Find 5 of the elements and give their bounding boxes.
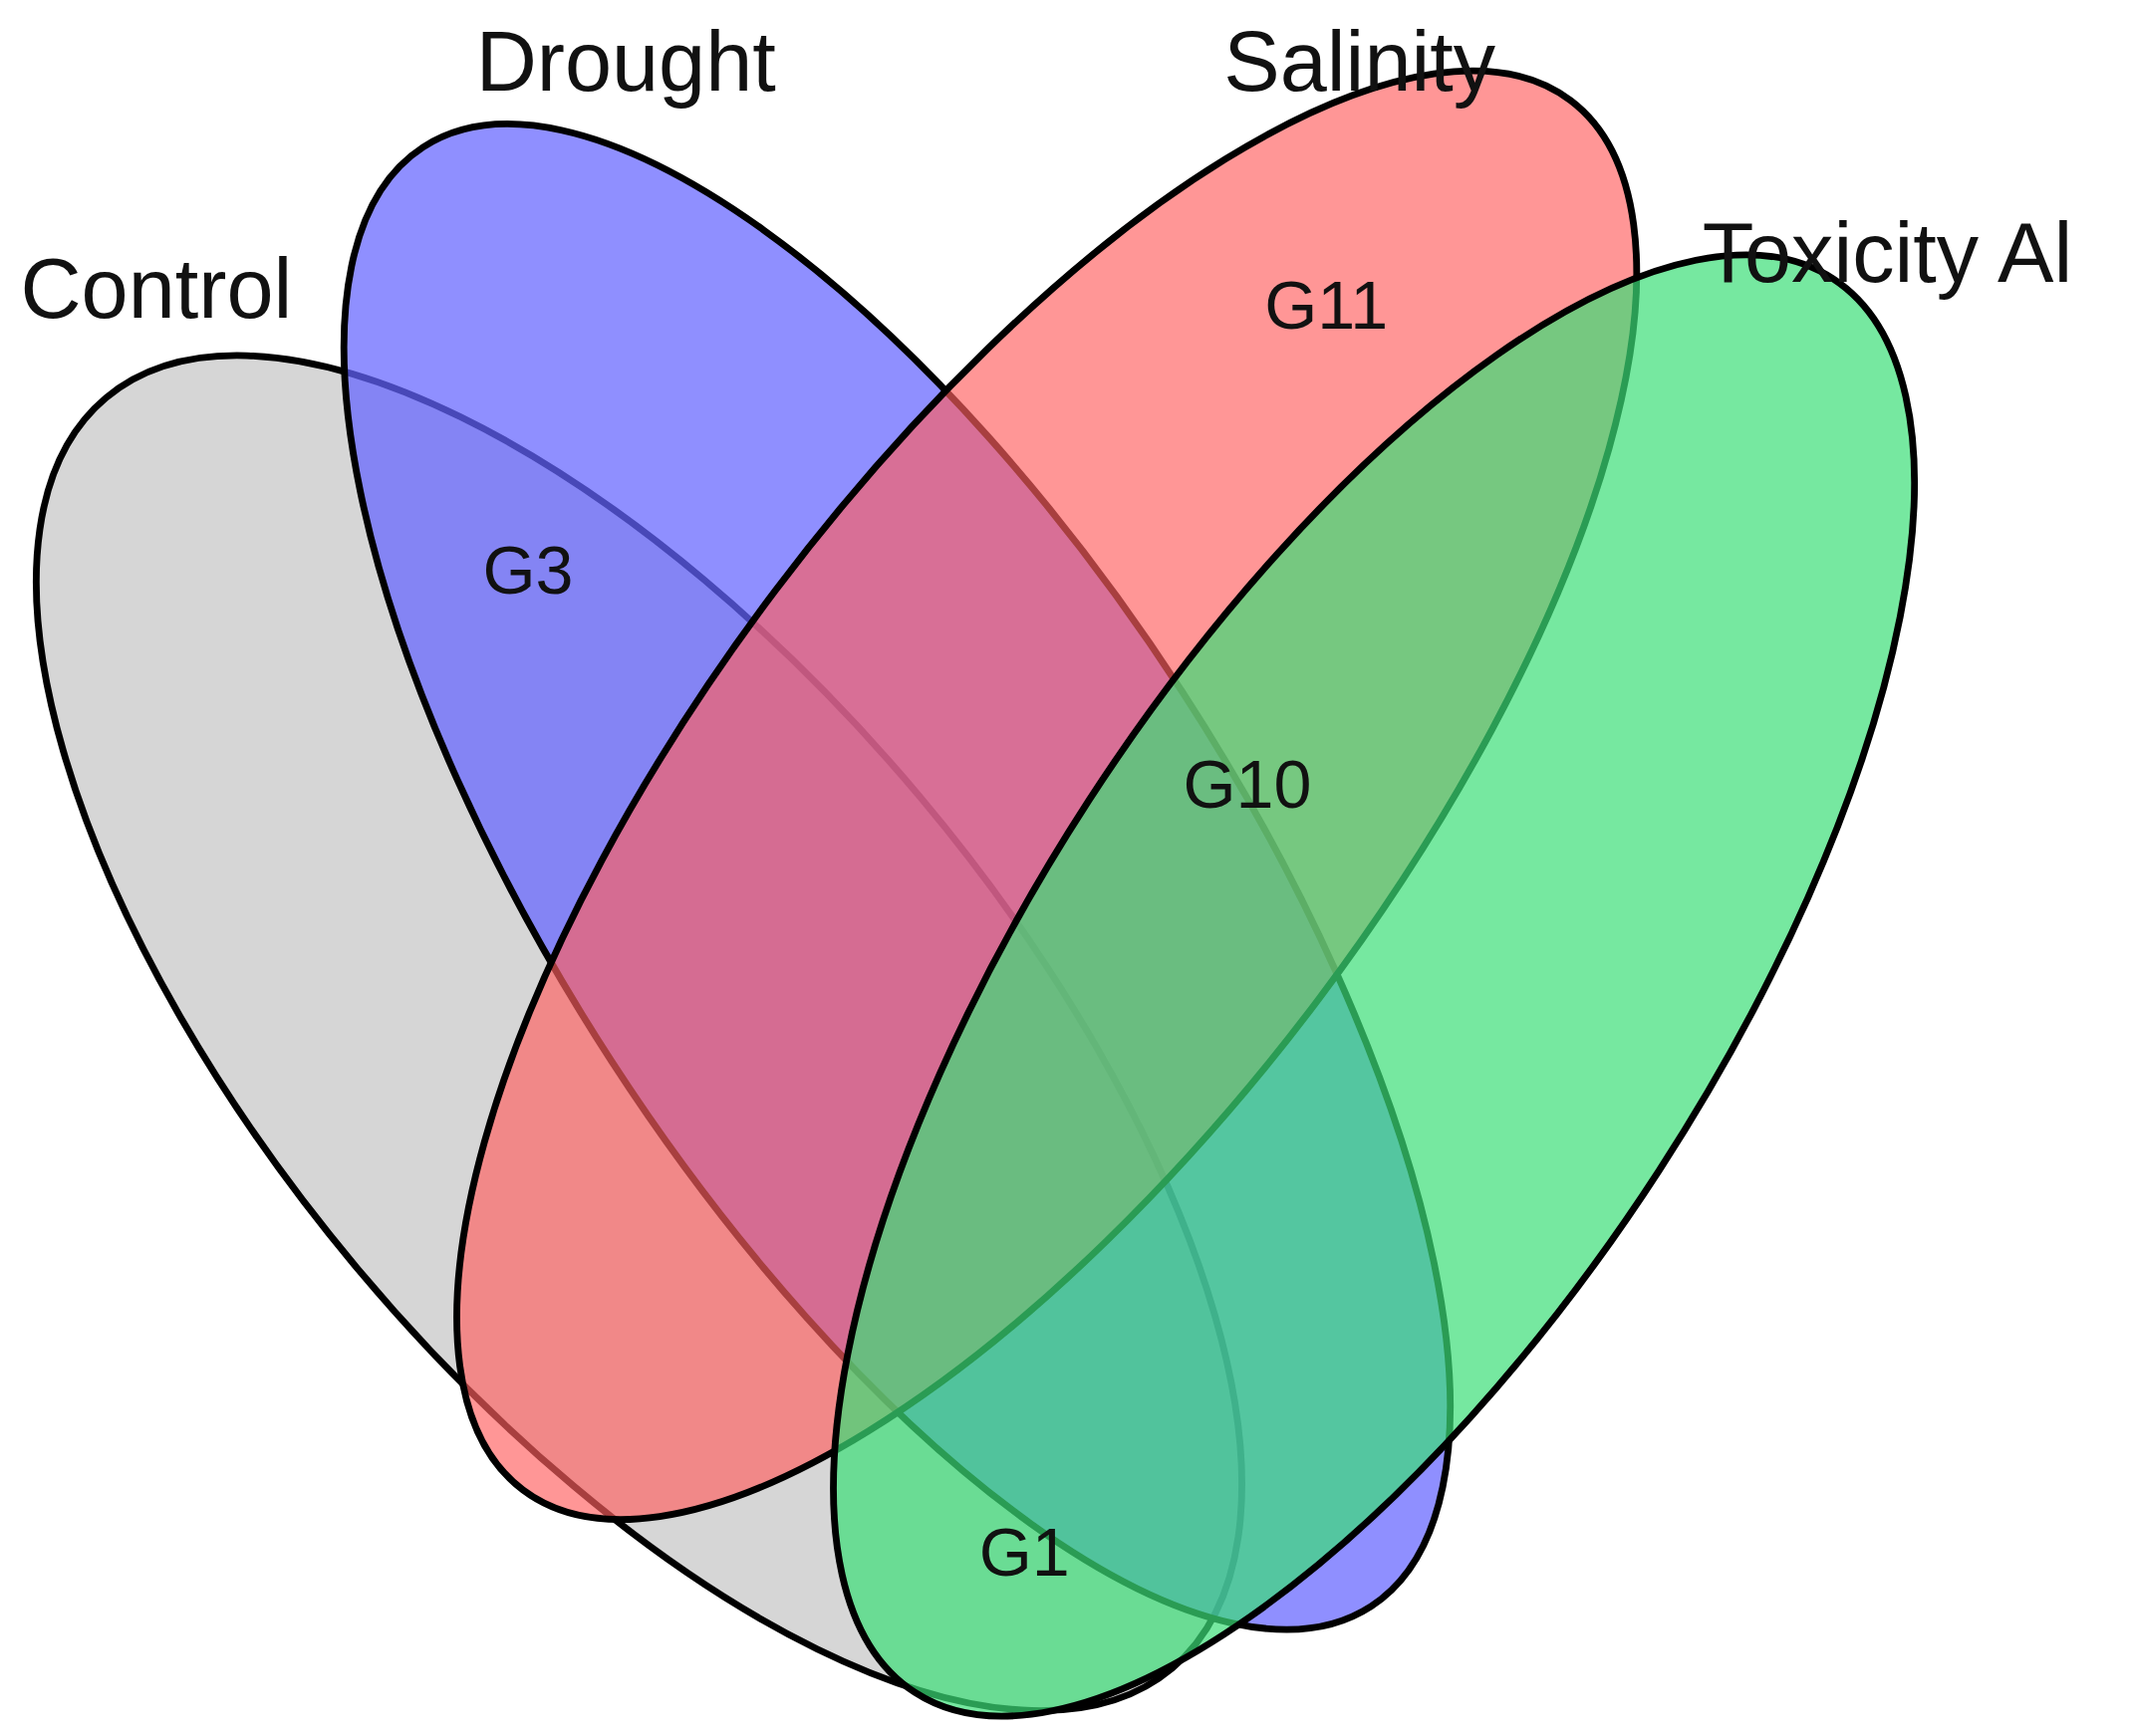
region-label: G11: [1264, 271, 1389, 341]
region-label: G10: [1183, 750, 1312, 819]
region-label: G3: [482, 537, 574, 606]
region-label: G1: [978, 1518, 1070, 1587]
set-label: Control: [20, 247, 293, 332]
